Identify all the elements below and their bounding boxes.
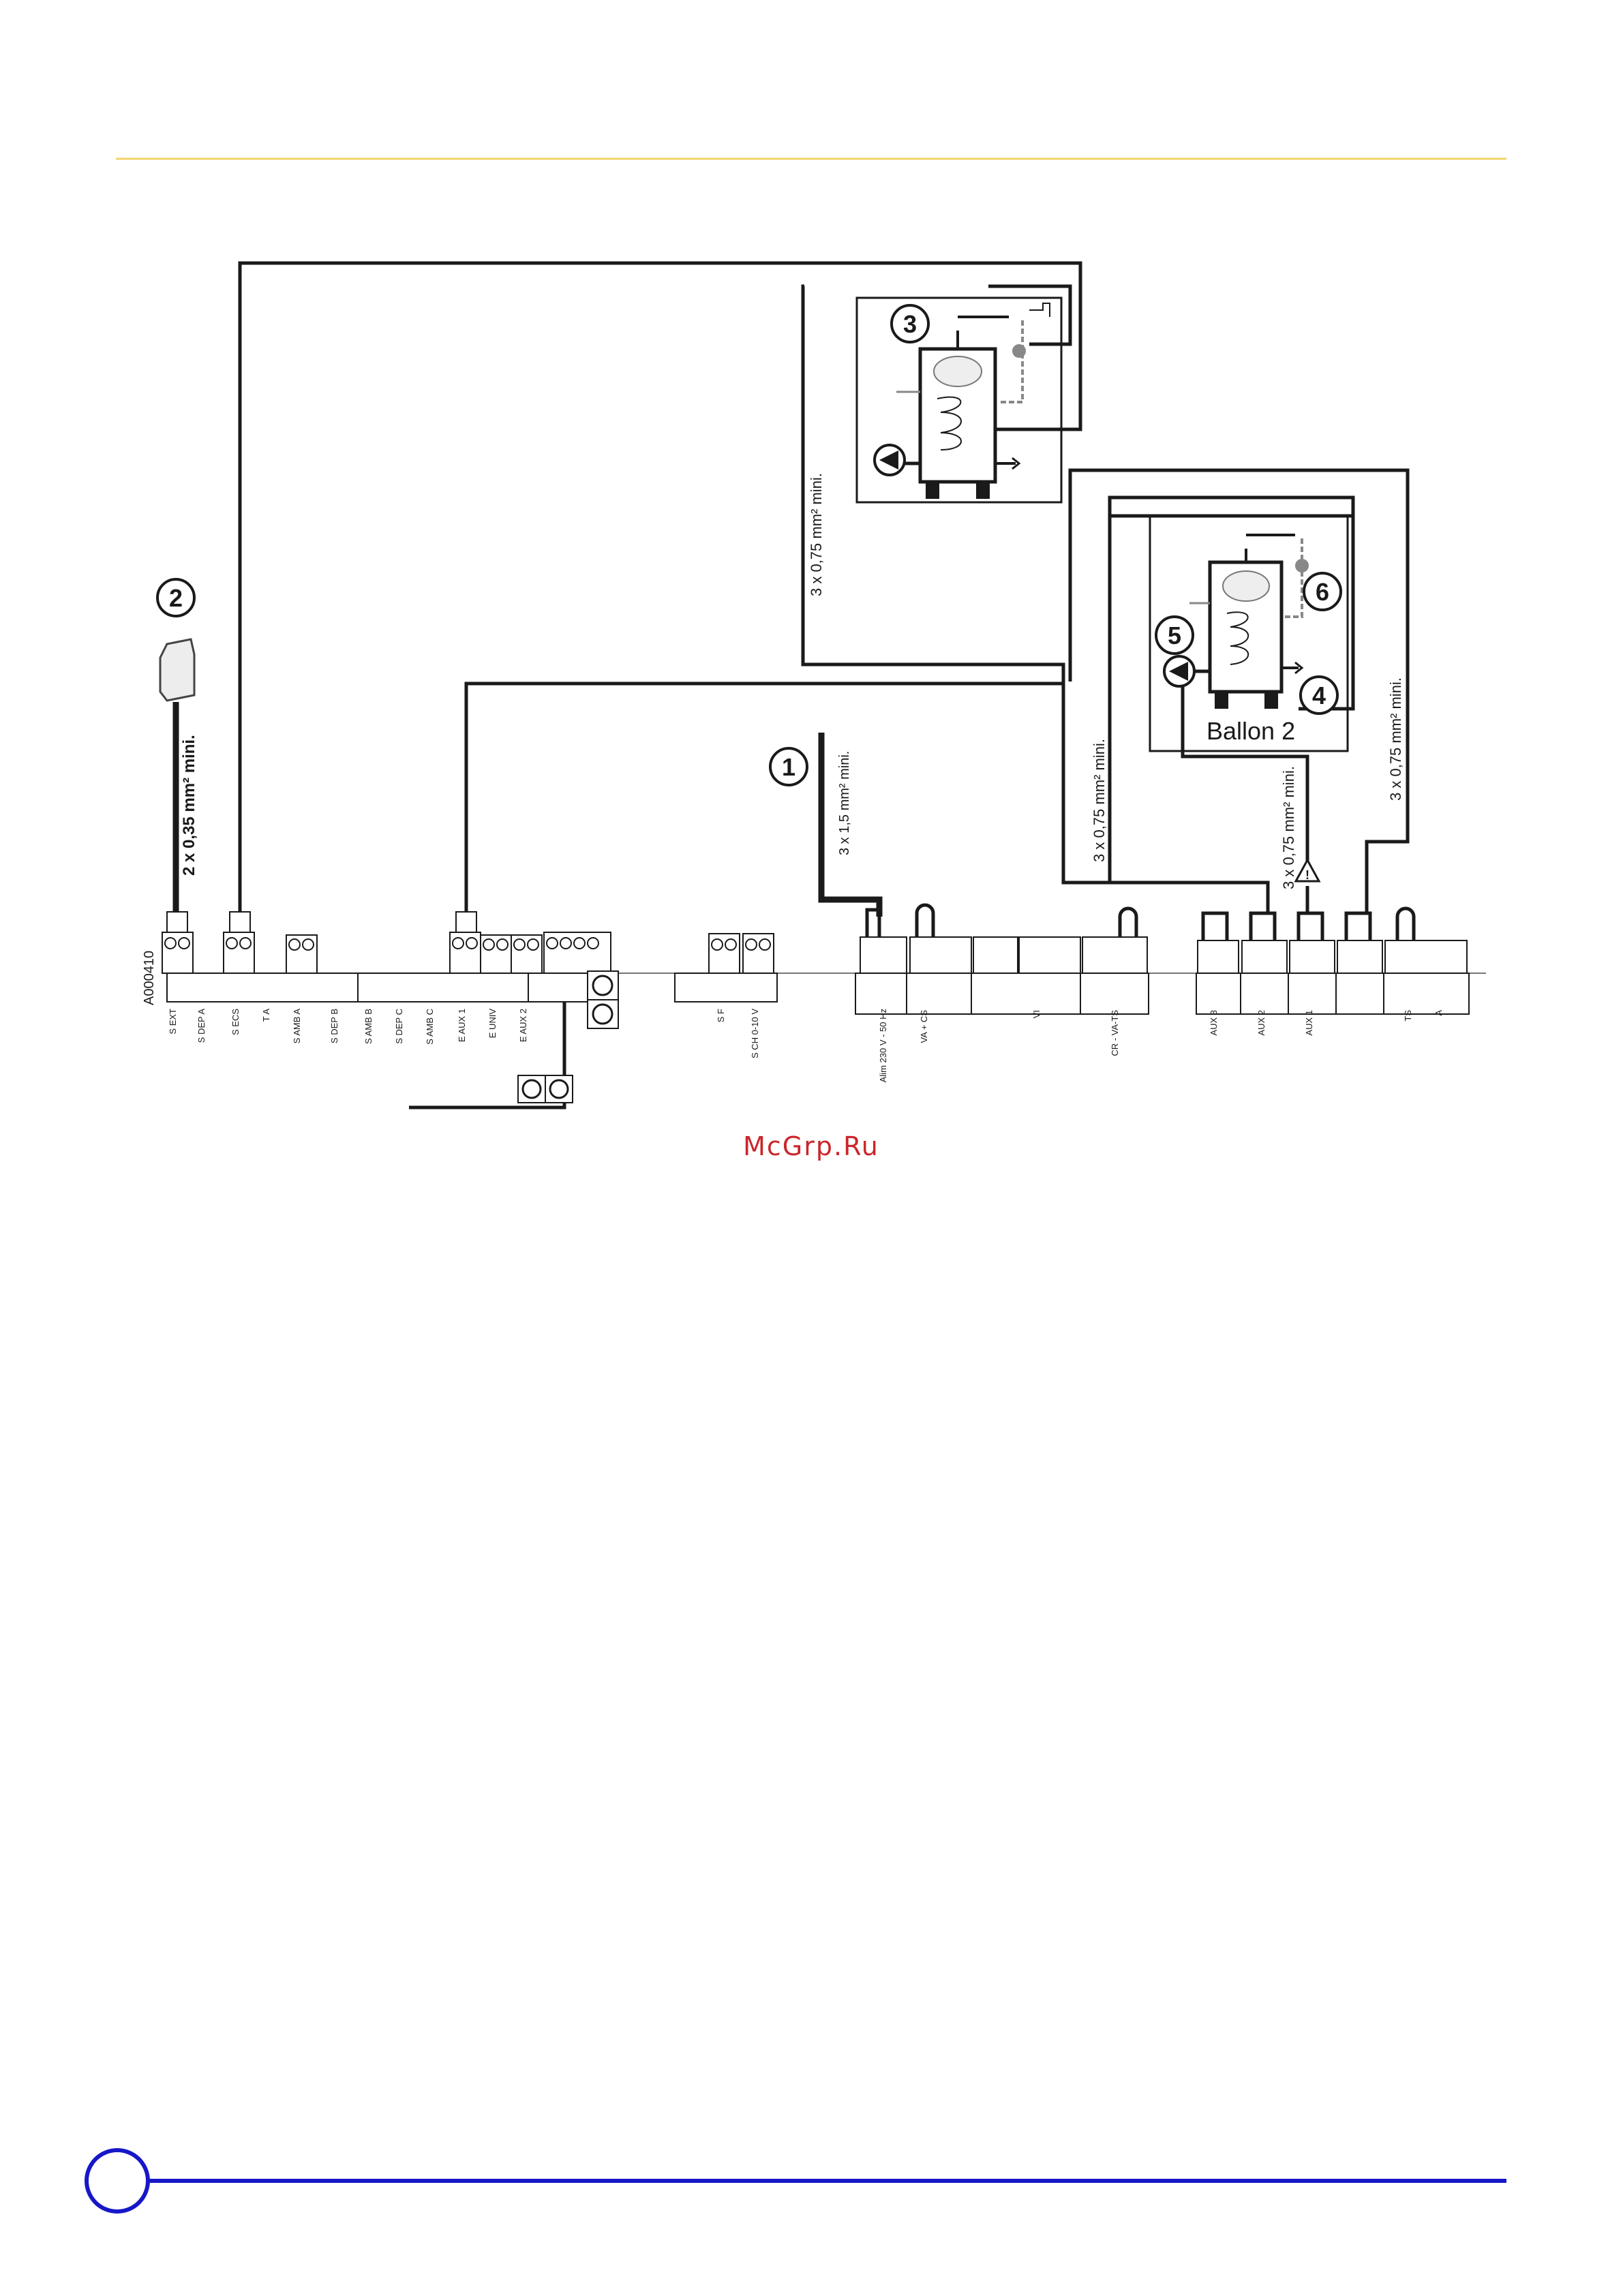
terminal-label: A: [1434, 1010, 1444, 1016]
terminal-label: S AMB C: [425, 1009, 435, 1045]
cable-5-label: 3 x 0,75 mm² mini.: [1280, 766, 1297, 889]
ballon-2-frame: [1149, 515, 1349, 752]
callout-1: 1: [769, 747, 808, 786]
terminal-label: S DEP A: [196, 1009, 207, 1043]
terminal-block-right: AUX 3 AUX 2 AUX 1 TS A: [1196, 906, 1470, 1036]
callout-3-label: 3: [903, 310, 917, 338]
callout-4: 4: [1299, 675, 1339, 715]
terminal-label: CR - VA-TS: [1110, 1010, 1120, 1056]
bus-connectors: [517, 970, 619, 1103]
callout-6: 6: [1303, 572, 1342, 611]
terminal-label: S CH 0-10 V: [750, 1009, 760, 1058]
callout-1-label: 1: [782, 753, 795, 781]
callout-2-label: 2: [169, 584, 183, 612]
tank-3: [873, 316, 1026, 499]
cable-3-label: 3 x 0,75 mm² mini.: [808, 473, 825, 596]
tap-icon: [1029, 303, 1050, 317]
cable-2-label: 2 x 0,35 mm² mini.: [180, 735, 198, 876]
terminal-label: S AMB A: [292, 1009, 302, 1044]
tank-3-frame: [855, 296, 1063, 504]
warning-icon: [1294, 857, 1321, 883]
svg-text:!: !: [1305, 868, 1309, 882]
diagram-code: A000410: [142, 951, 157, 1005]
terminal-label: VI: [1031, 1010, 1042, 1018]
callout-4-label: 4: [1312, 682, 1326, 709]
cable-6-label: 3 x 0,75 mm² mini.: [1387, 677, 1404, 801]
terminal-block-mid: S CH 0-10 V S F: [674, 933, 778, 1058]
terminal-label: E AUX 1: [457, 1009, 467, 1042]
terminal-block-power: Alim 230 V - 50 Hz VA + CS VI CR - VA-TS: [855, 903, 1149, 1082]
terminal-block-left: [166, 973, 611, 1002]
outdoor-sensor-icon: [159, 638, 196, 702]
terminal-label: T A: [261, 1009, 271, 1022]
cable-1-label: 3 x 1,5 mm² mini.: [837, 751, 852, 855]
wiring: [172, 261, 1410, 1109]
terminal-label: S F: [716, 1009, 726, 1022]
terminal-label: E UNIV: [487, 1009, 498, 1039]
terminal-label: S DEP B: [329, 1009, 339, 1043]
callout-5-label: 5: [1168, 622, 1181, 649]
terminal-label: AUX 3: [1209, 1010, 1219, 1036]
terminal-label: Alim 230 V - 50 Hz: [878, 1009, 888, 1082]
terminal-label: VA + CS: [919, 1010, 929, 1043]
cable-4-label: 3 x 0,75 mm² mini.: [1091, 739, 1108, 862]
callout-3: 3: [890, 304, 930, 343]
terminal-label: TS: [1403, 1010, 1413, 1022]
tank-ballon-2: [1163, 534, 1309, 709]
terminal-label: S EXT: [168, 1009, 178, 1035]
terminal-label: AUX 2: [1256, 1010, 1266, 1036]
terminal-label: S ECS: [230, 1009, 241, 1035]
callout-5: 5: [1155, 615, 1194, 655]
terminal-label: S DEP C: [394, 1009, 404, 1044]
terminal-label: S AMB B: [363, 1009, 374, 1044]
terminal-label: E AUX 2: [518, 1009, 528, 1042]
callout-2: 2: [156, 578, 196, 617]
terminal-label: AUX 1: [1304, 1010, 1314, 1036]
terminal-screw-heads: [164, 937, 599, 951]
ballon-label: Ballon 2: [1207, 717, 1295, 745]
page-number-circle: [85, 2148, 150, 2214]
terminal-labels-left: S EXT S DEP A S ECS T A S AMB A S DEP B …: [168, 1009, 528, 1045]
callout-6-label: 6: [1316, 578, 1329, 606]
watermark: McGrp.Ru: [743, 1131, 879, 1161]
